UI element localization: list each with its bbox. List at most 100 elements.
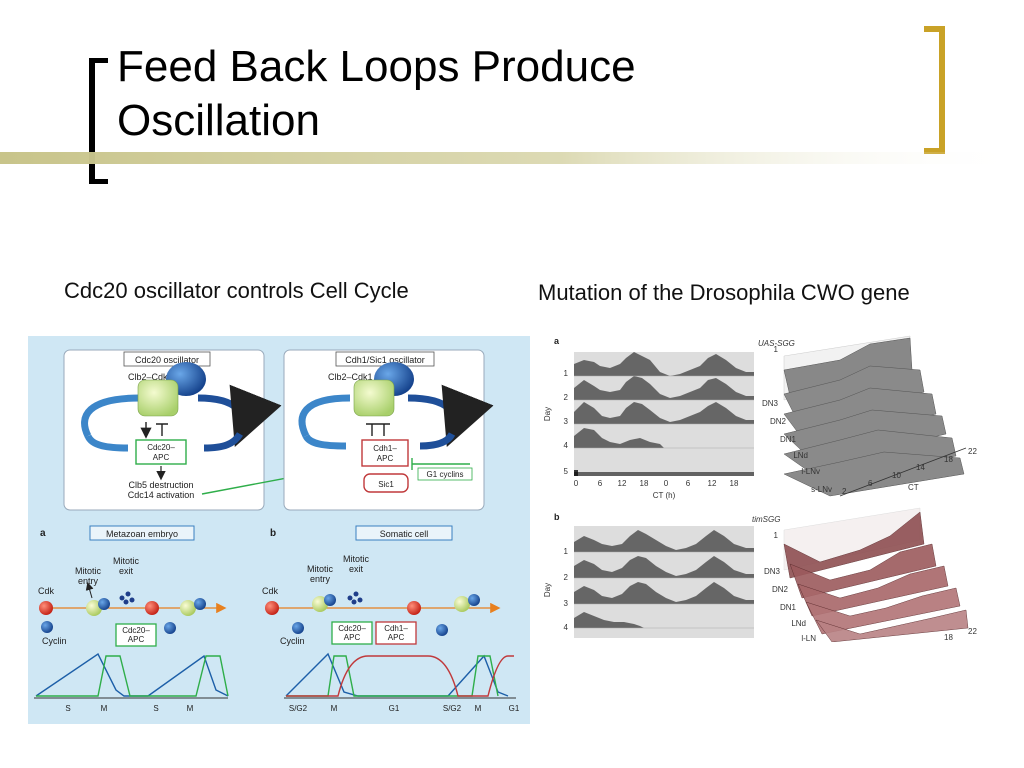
neuron-label-a: LNd bbox=[793, 451, 808, 460]
ct-axis-label-a: CT (h) bbox=[653, 491, 676, 500]
cyclin-label-a: Cyclin bbox=[42, 636, 67, 646]
cyclin-label-b: Cyclin bbox=[280, 636, 305, 646]
cdh1-kinase-label: Clb2–Cdk1 bbox=[328, 372, 373, 382]
cyclin-ball-icon bbox=[324, 594, 336, 606]
ct-tick-a: 0 bbox=[664, 479, 669, 488]
neuron-label-a: DN1 bbox=[780, 435, 797, 444]
phase-label-a: M bbox=[101, 704, 108, 713]
neuron-label-a: 1 bbox=[774, 345, 779, 354]
cyclin-ball-icon bbox=[194, 598, 206, 610]
ct-tick-a: 12 bbox=[618, 479, 627, 488]
day-axis-label-a: Day bbox=[543, 407, 552, 421]
cyclin-ball-icon bbox=[98, 598, 110, 610]
cdh1-apc-box-b bbox=[375, 621, 417, 645]
cdk-label-a: Cdk bbox=[38, 586, 55, 596]
day-axis-label-b: Day bbox=[543, 583, 552, 597]
ct3d-tick-a: 18 bbox=[944, 455, 953, 464]
ct-tick-a: 18 bbox=[730, 479, 739, 488]
cdc20-apc-label-b1: Cdc20– bbox=[338, 624, 366, 633]
cdh1-apc-label-2: APC bbox=[377, 454, 394, 463]
complex-ball-icon bbox=[180, 600, 196, 616]
cdc20-apc-label-a1: Cdc20– bbox=[122, 626, 150, 635]
right-caption: Mutation of the Drosophila CWO gene bbox=[538, 280, 910, 305]
cdc20-apc-box-a bbox=[115, 623, 157, 647]
neuron-label-a: l-LNv bbox=[801, 467, 820, 476]
neuron-label-a: s-LNv bbox=[811, 485, 832, 494]
phase-label-b: M bbox=[331, 704, 338, 713]
ct3d-tick-a: 14 bbox=[916, 463, 925, 472]
panel-b-title: Somatic cell bbox=[380, 529, 429, 539]
cdc20-apc-label-1: Cdc20– bbox=[147, 443, 175, 452]
title-underline-rule bbox=[0, 152, 1024, 164]
neuron-label-a: DN2 bbox=[770, 417, 787, 426]
panel-a-actogram: a UAS-SGG Day 1 2 3 4 5 0 6 12 18 0 6 12… bbox=[543, 336, 795, 500]
ct3d-tick-b: 18 bbox=[944, 633, 953, 642]
ct3d-axis-label-a: CT bbox=[908, 483, 919, 492]
day-tick-a: 1 bbox=[564, 369, 569, 378]
cdk-ball-icon bbox=[407, 601, 421, 615]
day-tick-a: 4 bbox=[564, 441, 569, 450]
day-tick-b: 3 bbox=[564, 599, 569, 608]
panel-b-actogram: b timSGG Day 1 2 3 4 bbox=[543, 512, 780, 638]
ct-tick-a: 6 bbox=[598, 479, 603, 488]
neuron-label-a: DN3 bbox=[762, 399, 779, 408]
g1-cyclins-label: G1 cyclins bbox=[427, 470, 464, 479]
cdh1-oscillator-title: Cdh1/Sic1 oscillator bbox=[345, 355, 425, 365]
phase-label-b: M bbox=[475, 704, 482, 713]
phase-label-b: G1 bbox=[389, 704, 400, 713]
ct-tick-a: 18 bbox=[640, 479, 649, 488]
phase-label-a: S bbox=[65, 704, 70, 713]
left-bracket-decoration bbox=[89, 58, 108, 184]
cdc20-kinase-label: Clb2–Cdk1 bbox=[128, 372, 173, 382]
panel-b-letter-right: b bbox=[554, 512, 560, 522]
day-tick-b: 1 bbox=[564, 547, 569, 556]
right-bracket-decoration bbox=[924, 26, 945, 154]
complex-ball-icon bbox=[454, 596, 470, 612]
slide-title: Feed Back Loops Produce Oscillation bbox=[117, 40, 817, 148]
ct3d-tick-b: 22 bbox=[968, 627, 977, 636]
cdh1-sic1-oscillator-box: Cdh1/Sic1 oscillator Clb2–Cdk1 Cdh1– APC… bbox=[283, 349, 494, 511]
cdh1-apc-label-1: Cdh1– bbox=[373, 444, 397, 453]
slide-title-line2: Oscillation bbox=[117, 96, 320, 145]
cyclin-ball-icon bbox=[436, 624, 448, 636]
cyclin-ball-icon bbox=[468, 594, 480, 606]
phase-label-b: S/G2 bbox=[443, 704, 462, 713]
cdc20-apc-label-b2: APC bbox=[344, 633, 361, 642]
left-caption: Cdc20 oscillator controls Cell Cycle bbox=[64, 278, 409, 303]
cdc20-curve-b bbox=[286, 655, 499, 697]
apc-curve-a bbox=[36, 655, 229, 697]
cdh1-apc-label-b2: APC bbox=[388, 633, 405, 642]
ct3d-tick-a: 22 bbox=[968, 447, 977, 456]
cyclin-ball-icon bbox=[292, 622, 304, 634]
kinase-square-icon bbox=[137, 379, 179, 417]
output-cdc14-label: Cdc14 activation bbox=[128, 490, 195, 500]
cdk-ball-icon bbox=[265, 601, 279, 615]
phase-label-a: S bbox=[153, 704, 158, 713]
neuron-label-b: DN2 bbox=[772, 585, 789, 594]
cdh1-apc-label-b1: Cdh1– bbox=[384, 624, 408, 633]
cdc20-apc-box bbox=[135, 439, 187, 465]
cdc20-oscillator-title: Cdc20 oscillator bbox=[135, 355, 199, 365]
kinase-square-icon bbox=[353, 379, 395, 417]
cdk-ball-icon bbox=[145, 601, 159, 615]
cdc20-oscillator-box: Cdc20 oscillator Clb2–Cdk1 Cdc20– APC Cl… bbox=[63, 349, 282, 511]
ct-tick-a: 12 bbox=[708, 479, 717, 488]
day-tick-a: 3 bbox=[564, 417, 569, 426]
day-tick-b: 4 bbox=[564, 623, 569, 632]
sic1-label: Sic1 bbox=[378, 480, 394, 489]
panel-a-letter-right: a bbox=[554, 336, 560, 346]
panel-a-letter: a bbox=[40, 528, 46, 539]
panel-b-letter: b bbox=[270, 528, 276, 539]
cdc20-apc-label-a2: APC bbox=[128, 635, 145, 644]
day-tick-a: 2 bbox=[564, 393, 569, 402]
phase-label-b: S/G2 bbox=[289, 704, 308, 713]
neuron-label-b: 1 bbox=[774, 531, 779, 540]
cdh1-curve-b bbox=[286, 655, 514, 697]
ct3d-tick-a: 2 bbox=[842, 487, 847, 496]
ct-tick-a: 6 bbox=[686, 479, 691, 488]
cdk-ball-icon bbox=[39, 601, 53, 615]
